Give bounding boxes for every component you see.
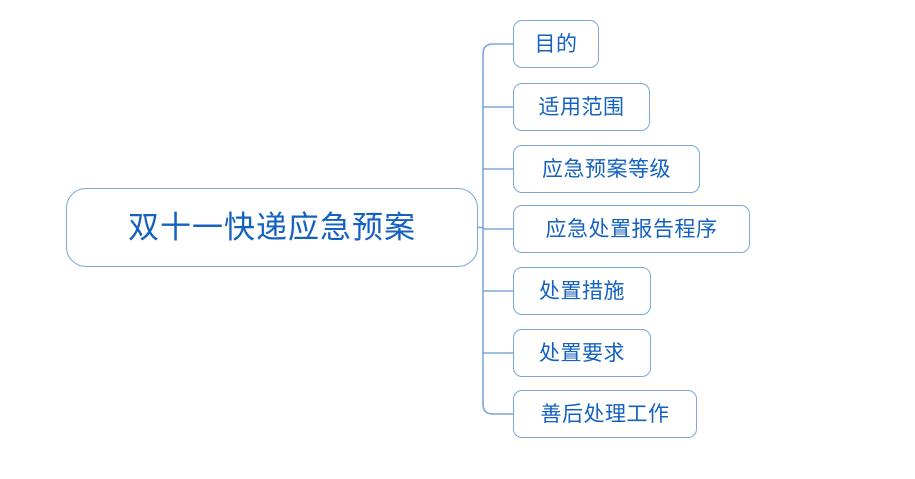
child-node-aftermath-work[interactable]: 善后处理工作 [513, 390, 697, 438]
child-node-label: 应急处置报告程序 [545, 216, 718, 241]
root-node-label: 双十一快递应急预案 [128, 210, 416, 245]
child-node-purpose[interactable]: 目的 [513, 20, 599, 68]
child-node-label: 应急预案等级 [542, 156, 671, 181]
child-node-label: 处置要求 [539, 340, 625, 365]
child-node-scope[interactable]: 适用范围 [513, 83, 650, 131]
child-node-measures[interactable]: 处置措施 [513, 267, 651, 315]
child-node-label: 处置措施 [539, 278, 625, 303]
child-node-reporting-procedure[interactable]: 应急处置报告程序 [513, 205, 750, 253]
child-node-requirements[interactable]: 处置要求 [513, 329, 651, 377]
root-node[interactable]: 双十一快递应急预案 [66, 188, 478, 267]
child-node-label: 适用范围 [538, 94, 625, 119]
child-node-label: 目的 [534, 31, 578, 56]
child-node-label: 善后处理工作 [540, 401, 670, 426]
child-node-plan-levels[interactable]: 应急预案等级 [513, 145, 700, 193]
